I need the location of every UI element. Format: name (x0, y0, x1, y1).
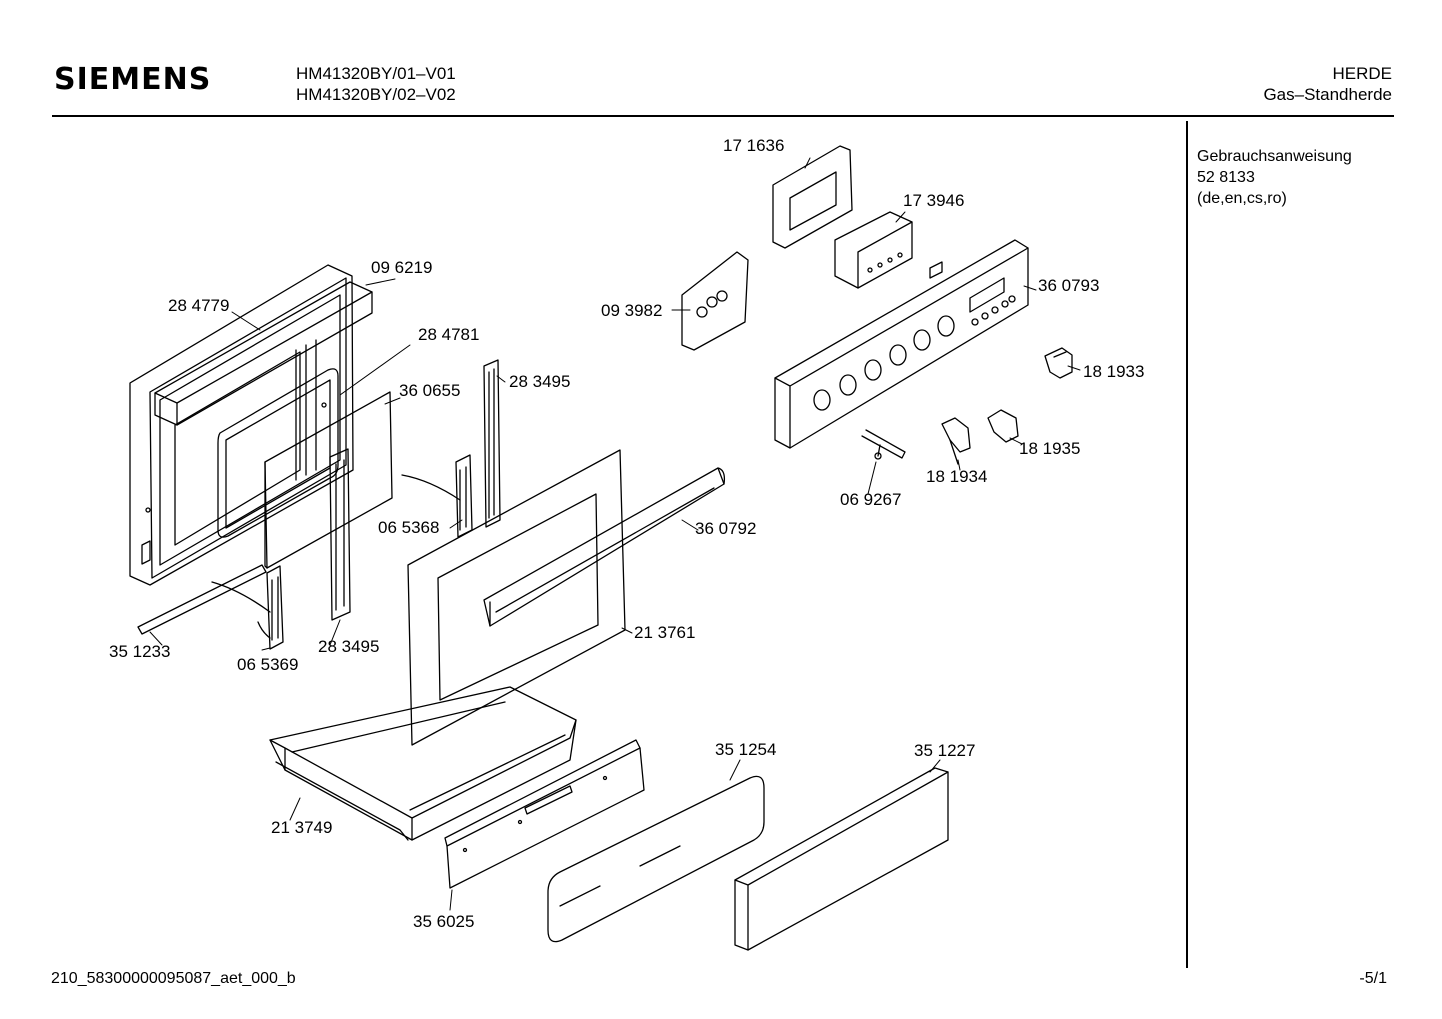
part-label-351227: 35 1227 (914, 741, 976, 760)
part-ignition-pin (862, 430, 905, 459)
part-label-360793: 36 0793 (1038, 276, 1100, 295)
part-label-173946: 17 3946 (903, 191, 965, 210)
part-label-181933: 18 1933 (1083, 362, 1145, 381)
part-rail-upper (484, 360, 500, 527)
part-bottom-strip (138, 565, 266, 634)
footer-doc-id: 210_58300000095087_aet_000_b (51, 970, 296, 987)
part-label-356025: 35 6025 (413, 912, 475, 931)
part-label-065368: 06 5368 (378, 518, 440, 537)
part-label-093982: 09 3982 (601, 301, 663, 320)
category-label: HERDE (1332, 64, 1392, 83)
part-hinge-left (212, 566, 283, 649)
part-drawer-bracket (445, 740, 644, 888)
part-timer-module (835, 212, 912, 288)
part-inner-glass (265, 392, 392, 568)
part-label-171636: 17 1636 (723, 136, 785, 155)
part-knob-181934 (942, 418, 970, 464)
part-label-284779: 28 4779 (168, 296, 230, 315)
part-drawer-cover-right (735, 768, 948, 950)
part-drawer-cover-left (548, 776, 764, 941)
part-label-284781: 28 4781 (418, 325, 480, 344)
part-label-351254: 35 1254 (715, 740, 777, 759)
subcategory-label: Gas–Standherde (1263, 85, 1392, 104)
part-label-283495-lower: 28 3495 (318, 637, 380, 656)
header-divider (52, 115, 1394, 117)
part-door-handle (484, 468, 724, 626)
manual-languages: (de,en,cs,ro) (1197, 190, 1287, 207)
part-top-seal (155, 282, 372, 425)
part-label-213761: 21 3761 (634, 623, 696, 642)
part-label-096219: 09 6219 (371, 258, 433, 277)
part-knob-181933 (1045, 348, 1072, 378)
model-number-1: HM41320BY/01–V01 (296, 64, 456, 83)
brand-logo: SIEMENS (54, 62, 212, 97)
part-rail-lower (330, 449, 350, 620)
part-label-360792: 36 0792 (695, 519, 757, 538)
part-label-181935: 18 1935 (1019, 439, 1081, 458)
part-label-069267: 06 9267 (840, 490, 902, 509)
part-label-360655: 36 0655 (399, 381, 461, 400)
part-label-351233: 35 1233 (109, 642, 171, 661)
part-knob-181935 (988, 410, 1018, 442)
footer-page-number: -5/1 (1359, 970, 1387, 987)
part-label-065369: 06 5369 (237, 655, 299, 674)
leader-lines (150, 158, 1080, 910)
exploded-parts-drawing (0, 0, 1186, 968)
part-outer-door (408, 450, 625, 745)
manual-doc-number: 52 8133 (1197, 169, 1255, 186)
part-label-283495-upper: 28 3495 (509, 372, 571, 391)
sidebar-divider (1186, 121, 1188, 968)
manual-title: Gebrauchsanweisung (1197, 148, 1352, 165)
part-drawer (270, 687, 576, 840)
model-number-2: HM41320BY/02–V02 (296, 85, 456, 104)
part-label-181934: 18 1934 (926, 467, 988, 486)
part-clock-housing (773, 146, 852, 248)
part-label-213749: 21 3749 (271, 818, 333, 837)
part-door-frame (130, 265, 353, 585)
part-mounting-bracket (682, 252, 748, 350)
part-control-panel (775, 240, 1028, 448)
